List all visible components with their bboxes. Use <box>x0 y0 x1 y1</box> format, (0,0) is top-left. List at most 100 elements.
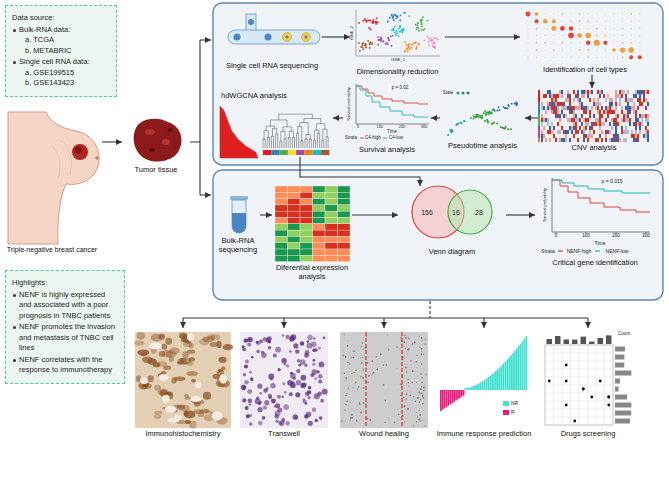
dendrogram-part <box>281 143 282 148</box>
cnv-heatmap-part <box>565 106 567 110</box>
cnv-heatmap-part <box>561 102 563 106</box>
tsne-plot-part <box>375 23 377 25</box>
bulk-tube-icon-part <box>232 200 246 233</box>
cnv-heatmap-part <box>571 138 573 142</box>
tsne-plot-part <box>421 23 423 25</box>
cnv-heatmap-part <box>577 130 579 134</box>
expression-heatmap-part <box>338 243 351 249</box>
cnv-heatmap-part <box>581 106 583 110</box>
tsne-plot-part <box>416 28 418 30</box>
cnv-heatmap-part <box>547 98 549 102</box>
cnv-heatmap-part <box>585 110 587 114</box>
cnv-heatmap-part <box>603 134 605 138</box>
cnv-heatmap-part <box>565 118 567 122</box>
p-value: p = 0.015 <box>602 179 623 184</box>
cnv-heatmap-part <box>611 118 613 122</box>
set-count: 16 <box>452 209 460 216</box>
cnv-heatmap-part <box>553 106 555 110</box>
transwell-image-part <box>306 340 309 343</box>
dot-plot-part <box>614 28 615 29</box>
cnv-heatmap-part <box>541 138 543 142</box>
cnv-heatmap-part <box>631 106 633 110</box>
cnv-heatmap-part <box>635 110 637 114</box>
cnv-heatmap-part <box>635 114 637 118</box>
wound-image-part <box>403 397 405 399</box>
cnv-heatmap-part <box>607 110 609 114</box>
cnv-heatmap-part <box>569 94 571 98</box>
cnv-heatmap-part <box>551 134 553 138</box>
dendrogram <box>263 114 329 155</box>
step-label: Immune response prediction <box>436 430 532 439</box>
ihc-image-part <box>169 356 174 362</box>
tsne-plot-part <box>362 20 364 22</box>
dendrogram-part <box>284 139 286 147</box>
cnv-heatmap-part <box>605 110 607 114</box>
dot-plot-part <box>603 41 607 45</box>
pseudotime-trajectory-part <box>486 119 488 121</box>
cnv-heatmap-part <box>645 102 647 106</box>
cnv-heatmap-part <box>629 94 631 98</box>
cnv-heatmap-part <box>551 114 553 118</box>
cnv-heatmap-part <box>615 90 617 94</box>
cnv-heatmap-part <box>619 94 621 98</box>
wound-image-part <box>356 420 357 421</box>
tsne-plot-part <box>434 47 436 49</box>
dendrogram-part <box>323 129 327 140</box>
validation-step: Drugs screening <box>540 330 636 439</box>
wound-image-part <box>404 335 405 336</box>
cnv-heatmap-part <box>538 94 540 98</box>
transwell-image-part <box>249 422 253 426</box>
ihc-image-part <box>204 409 209 413</box>
transwell-image-part <box>249 414 252 417</box>
cnv-heatmap-part <box>569 102 571 106</box>
tsne-plot-part <box>415 24 417 26</box>
cnv-heatmap-part <box>553 134 555 138</box>
tsne-plot-part <box>397 16 399 18</box>
transwell-image-part <box>251 356 254 359</box>
pseudotime-trajectory-part <box>451 129 453 131</box>
transwell-image-part <box>300 383 305 388</box>
cnv-heatmap-part <box>627 110 629 114</box>
wound-image-part <box>359 357 361 359</box>
wound-image-part <box>411 382 413 384</box>
cnv-heatmap-part <box>579 114 581 118</box>
cnv-heatmap-part <box>581 98 583 102</box>
venn-circles <box>412 186 492 238</box>
expression-heatmap-part <box>313 243 326 249</box>
cnv-heatmap-part <box>549 134 551 138</box>
ihc-image-part <box>149 343 162 350</box>
ihc-image-part <box>154 411 162 415</box>
cnv-heatmap-part <box>587 118 589 122</box>
pseudotime-trajectory-part <box>479 116 481 118</box>
dendrogram-part <box>269 142 270 148</box>
tsne-plot-part <box>396 15 398 17</box>
cnv-heatmap-part <box>645 138 647 142</box>
transwell-image-part <box>318 374 322 378</box>
tick-label: 0 <box>357 125 359 129</box>
wound-image-part <box>358 386 359 387</box>
cnv-heatmap-part <box>565 126 567 130</box>
cnv-heatmap-part <box>538 122 540 126</box>
drug-matrix-part <box>598 338 604 344</box>
dot-plot-part <box>562 35 563 36</box>
tsne-plot-part <box>401 30 403 32</box>
dot-plot-part <box>544 42 546 44</box>
transwell-image-part <box>296 380 302 386</box>
cnv-heatmap-part <box>635 130 637 134</box>
drug-matrix-part <box>606 335 612 344</box>
cnv-heatmap-part <box>587 102 589 106</box>
step-label: Critical gene identification <box>535 259 655 268</box>
cnv-heatmap-part <box>625 114 627 118</box>
data-source-box: Data source:Bulk-RNA data:a. TCGAb. META… <box>5 5 117 97</box>
pseudotime-trajectory-part <box>493 108 495 110</box>
cnv-heatmap-part <box>639 106 641 110</box>
cnv-heatmap-part <box>613 130 615 134</box>
dendrogram-part <box>309 139 311 146</box>
dot-plot-part <box>553 35 554 36</box>
cnv-heatmap-part <box>609 110 611 114</box>
transwell-image-part <box>264 400 269 405</box>
tsne-plot-part <box>364 19 366 21</box>
single-cell-chip-icon-part <box>302 33 311 42</box>
cnv-heatmap-part <box>545 134 547 138</box>
process-step: Critical gene identification <box>535 174 655 268</box>
